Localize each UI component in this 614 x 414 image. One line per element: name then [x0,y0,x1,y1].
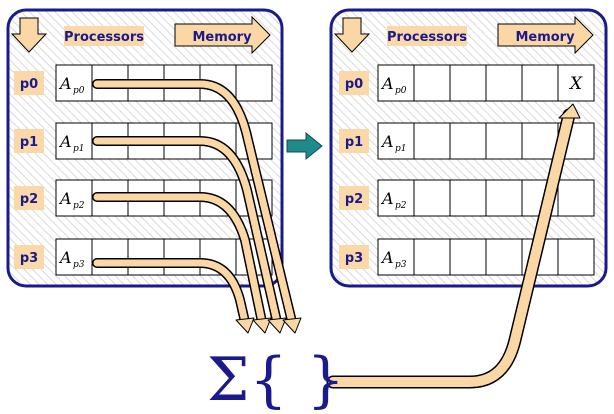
row-label: p3 [345,251,363,266]
reduction-arrow-p3 [92,258,255,334]
result-cell-x: X [568,74,583,94]
down-arrow-icon [333,17,371,53]
right-row-p3: p3 A p3 [339,238,595,276]
row-label-bg [339,71,369,95]
cell-a-subscript: p2 [395,201,407,211]
row-label-bg [14,186,44,210]
cell-a-symbol: A [380,189,394,208]
cell-a-symbol: A [58,74,72,93]
cell-a-subscript: p2 [73,201,85,211]
row-label-bg [339,186,369,210]
row-label: p1 [345,135,363,150]
cell-a-subscript: p1 [395,144,407,154]
right-row-p0: p0 A p0 X [339,64,595,102]
cell-a-symbol: A [58,189,72,208]
reduction-arrow-p0 [92,79,302,334]
left-row-p3: p3 A p3 [14,238,273,276]
cell-a-subscript: p3 [395,260,407,270]
row-label: p2 [345,192,363,207]
row-label: p2 [20,192,38,207]
result-arrow [326,103,581,389]
cell-a-subscript: p1 [73,144,85,154]
result-arrow-head [558,103,581,119]
reduction-arrow-p2 [92,192,272,334]
row-label-bg [339,129,369,153]
memory-row [377,238,595,276]
memory-row [377,64,595,102]
memory-header: Memory [515,30,575,45]
memory-row [55,238,273,276]
down-arrow-icon [10,17,48,53]
memory-header: Memory [192,30,252,45]
cell-a-symbol: A [380,132,394,151]
row-label-bg [14,245,44,269]
processors-label-bg [64,26,144,46]
cell-a-subscript: p0 [395,86,407,96]
cell-a-symbol: A [58,248,72,267]
row-label: p0 [20,77,38,92]
cell-a-subscript: p3 [73,260,85,270]
cell-a-symbol: A [58,132,72,151]
row-label: p0 [345,77,363,92]
reduction-symbol: Σ{ } [207,345,345,414]
row-label-bg [339,245,369,269]
reduction-arrows [92,79,302,334]
cell-a-symbol: A [380,74,394,93]
row-label: p1 [20,135,38,150]
processors-header: Processors [387,30,467,45]
memory-row [377,179,595,217]
cell-a-subscript: p0 [73,86,85,96]
reduction-arrow-p1 [92,136,287,334]
transfer-arrow-icon [286,131,323,161]
row-label-bg [14,129,44,153]
memory-arrow-icon [174,15,271,55]
row-label-bg [14,71,44,95]
row-label: p3 [20,251,38,266]
processors-header: Processors [64,30,144,45]
left-panel: Processors Memory p0 A p0 p1 [6,8,284,288]
cell-a-symbol: A [380,248,394,267]
processors-label-bg [387,26,467,46]
memory-arrow-icon [497,15,594,55]
